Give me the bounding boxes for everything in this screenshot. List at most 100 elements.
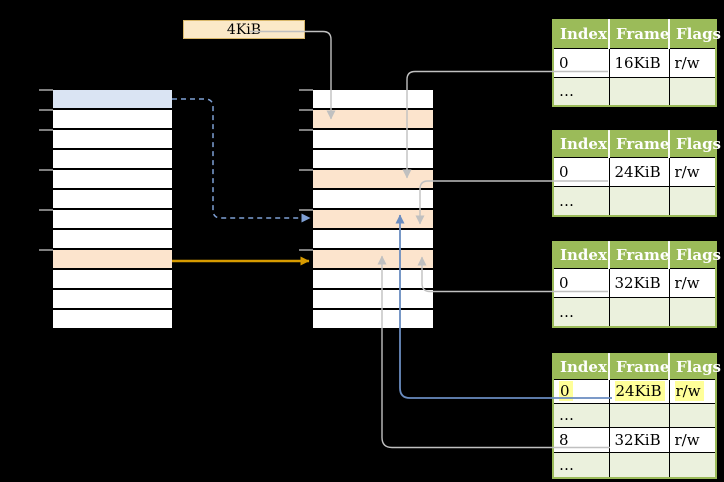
memory-row-plain <box>53 130 172 148</box>
memory-row-plain <box>313 270 433 288</box>
memory-row-orange <box>313 110 433 128</box>
memory-row-plain <box>313 90 433 108</box>
memory-row-blue <box>53 90 172 108</box>
memory-row-plain <box>313 130 433 148</box>
memory-row-plain <box>313 190 433 208</box>
memory-row-plain <box>53 310 172 328</box>
column-header: Flags <box>668 131 721 157</box>
memory-row-plain <box>313 310 433 328</box>
table-cell <box>668 402 717 428</box>
column-header: Frame <box>608 354 669 379</box>
page-size-label-text: 4KiB <box>226 21 262 38</box>
table-cell: … <box>552 296 610 328</box>
table-cell: … <box>552 402 610 428</box>
table-cell: 0 <box>552 156 610 187</box>
column-header: Flags <box>668 354 721 379</box>
table-cell: r/w <box>668 378 717 404</box>
table-row: 0 24KiB r/w <box>552 378 717 404</box>
column-header: Index <box>553 242 609 268</box>
address-tick <box>299 109 313 111</box>
table-cell: … <box>552 451 610 479</box>
address-tick <box>299 209 313 211</box>
address-tick <box>299 129 313 131</box>
column-header: Flags <box>668 242 721 268</box>
table-cell <box>668 185 717 217</box>
address-tick <box>299 89 313 91</box>
memory-row-orange <box>313 210 433 228</box>
table-cell: … <box>552 76 610 107</box>
highlighted-value: 0 <box>559 381 573 401</box>
highlighted-value: 24KiB <box>614 381 665 401</box>
memory-row-plain <box>53 110 172 128</box>
table-cell: 0 <box>552 378 610 404</box>
address-tick <box>299 169 313 171</box>
column-header: Index <box>553 131 609 157</box>
memory-row-plain <box>53 270 172 288</box>
table-cell <box>668 451 717 479</box>
table-cell <box>608 76 670 107</box>
table-cell <box>668 76 717 107</box>
arrow-virtual-page-to-frame-dashed-arrow <box>172 98 311 223</box>
table-cell: r/w <box>668 47 717 78</box>
memory-row-plain <box>53 210 172 228</box>
memory-row-orange <box>313 170 433 188</box>
column-header: Index <box>553 20 609 48</box>
table-row: … <box>552 185 717 217</box>
table-cell: r/w <box>668 426 717 453</box>
address-tick <box>39 249 53 251</box>
table-cell: 8 <box>552 426 610 453</box>
memory-row-plain <box>53 230 172 248</box>
memory-row-plain <box>53 290 172 308</box>
address-tick <box>39 169 53 171</box>
virtual-memory-column <box>53 90 172 330</box>
highlighted-value: r/w <box>674 381 704 401</box>
table-cell: 32KiB <box>608 426 670 453</box>
table-cell <box>668 296 717 328</box>
table-row: … <box>552 451 717 479</box>
table-cell: r/w <box>668 156 717 187</box>
column-header: Frame <box>608 242 669 268</box>
memory-row-orange <box>313 250 433 268</box>
column-header: Index <box>553 354 609 379</box>
table-row: … <box>552 296 717 328</box>
table-cell: 32KiB <box>608 267 670 298</box>
table-row: … <box>552 76 717 107</box>
table-cell: 16KiB <box>608 47 670 78</box>
table-row: … <box>552 402 717 428</box>
address-tick <box>299 249 313 251</box>
column-header: Flags <box>668 20 721 48</box>
address-tick <box>39 89 53 91</box>
table-cell: 24KiB <box>608 378 670 404</box>
memory-row-plain <box>313 150 433 168</box>
memory-row-plain <box>53 150 172 168</box>
physical-memory-column <box>313 90 433 330</box>
address-tick <box>39 109 53 111</box>
address-tick <box>39 209 53 211</box>
table-cell <box>608 185 670 217</box>
page-size-label: 4KiB <box>183 20 305 39</box>
table-cell: 0 <box>552 47 610 78</box>
column-header: Frame <box>608 20 669 48</box>
memory-row-plain <box>313 290 433 308</box>
table-cell: 24KiB <box>608 156 670 187</box>
memory-row-orange <box>53 250 172 268</box>
memory-row-plain <box>53 190 172 208</box>
table-cell <box>608 402 670 428</box>
table-cell <box>608 296 670 328</box>
column-header: Frame <box>608 131 669 157</box>
table-cell <box>608 451 670 479</box>
address-tick <box>39 129 53 131</box>
table-cell: 0 <box>552 267 610 298</box>
memory-row-plain <box>53 170 172 188</box>
memory-row-plain <box>313 230 433 248</box>
table-cell: r/w <box>668 267 717 298</box>
